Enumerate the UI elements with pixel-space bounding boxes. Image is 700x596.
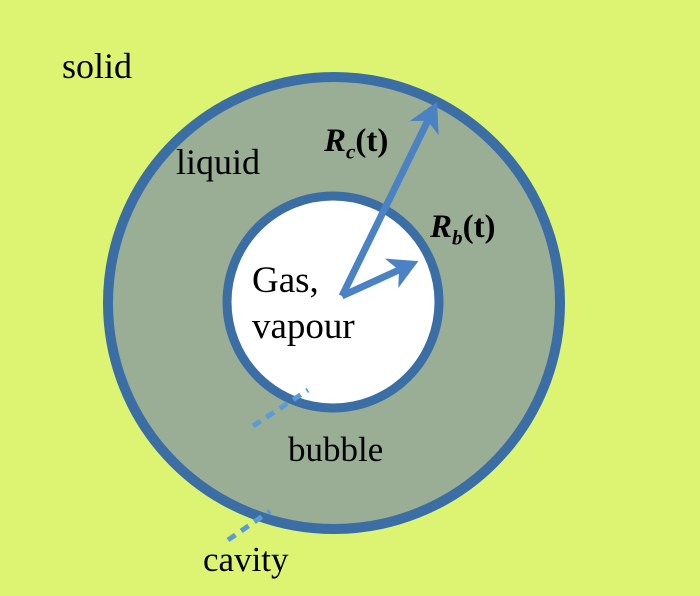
bubble-boundary-circle [222,191,444,413]
label-cavity-radius-symbol: Rc(t) [324,123,388,165]
label-gas-line2: vapour [252,306,355,347]
bubble-radius-subscript: b [452,225,463,250]
label-cavity: cavity [203,540,289,579]
cavity-radius-argument: (t) [355,123,389,159]
label-bubble: bubble [288,430,384,469]
label-liquid: liquid [176,142,261,182]
cavity-radius-subscript: c [346,139,356,164]
label-bubble-radius-symbol: Rb(t) [430,209,496,251]
bubble-radius-base: R [430,209,453,245]
bubble-radius-argument: (t) [462,209,496,245]
bubble-radius-arrow [340,258,419,300]
label-gas-line1: Gas, [252,260,319,301]
bubble-leader-line [251,387,310,429]
label-solid: solid [62,46,133,86]
cavity-leader-line [226,508,272,543]
cavity-radius-base: R [324,123,347,159]
cavity-radius-arrow [338,101,439,298]
